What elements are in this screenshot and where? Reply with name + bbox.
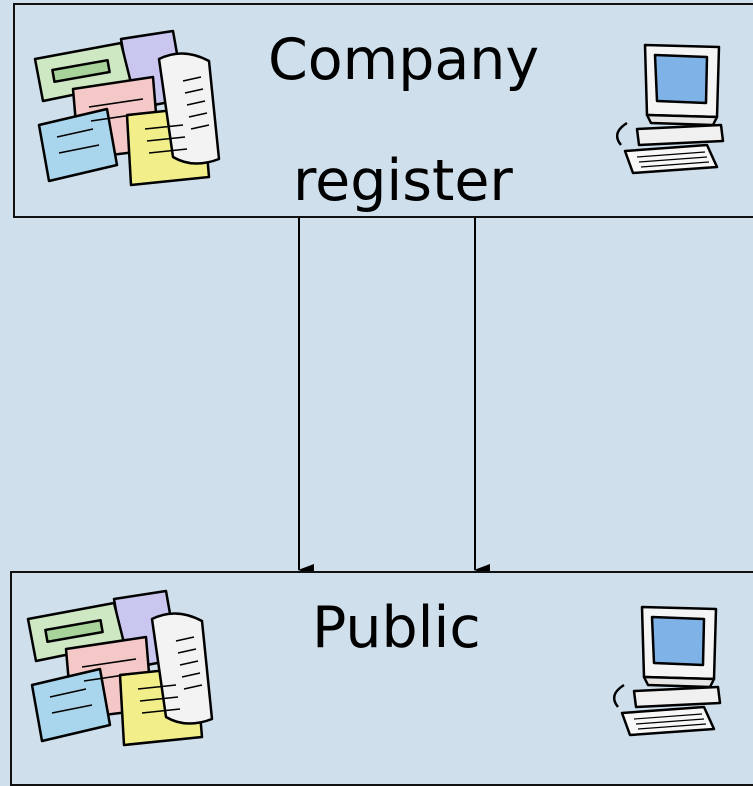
title-public: Public — [312, 595, 481, 661]
title-register: register — [293, 148, 513, 214]
public-box: Public — [10, 571, 753, 786]
documents-icon — [33, 29, 221, 187]
computer-icon — [615, 43, 725, 175]
computer-icon — [612, 605, 722, 737]
title-company: Company — [268, 27, 540, 93]
company-register-box: Company register — [13, 3, 753, 218]
documents-icon — [26, 589, 214, 747]
